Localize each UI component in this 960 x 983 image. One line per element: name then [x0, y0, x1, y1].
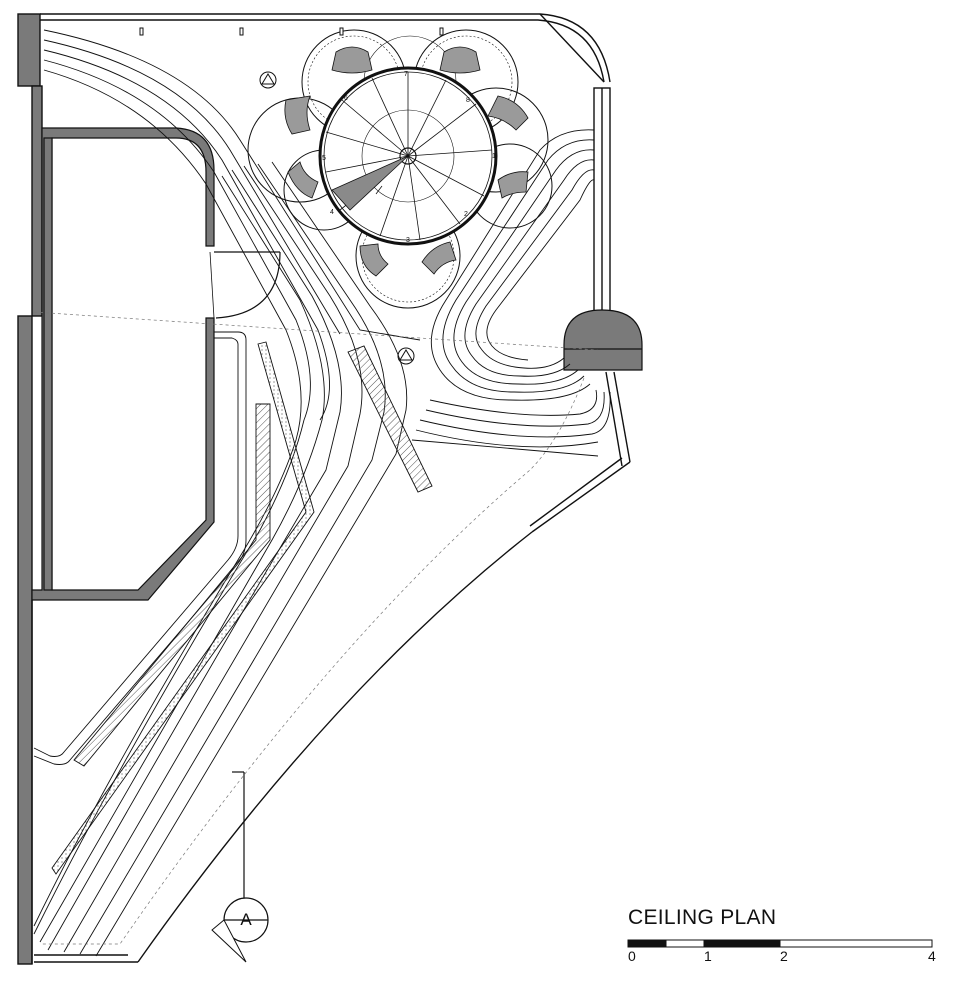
triangle-circle-icon	[259, 71, 277, 89]
dashed-reference-lines	[33, 311, 599, 945]
scale-label-1: 1	[704, 948, 712, 964]
half-dome-fixture	[563, 309, 643, 371]
scale-bar	[627, 939, 933, 948]
stair-number: 5	[322, 155, 326, 162]
stair-number: 4	[330, 209, 334, 216]
hatched-ceiling-strips	[51, 341, 433, 875]
stair-number: 1	[492, 153, 496, 160]
ceiling-contours-right	[411, 129, 611, 457]
stair-number: 7	[404, 71, 408, 78]
scale-label-0: 0	[628, 948, 636, 964]
stair-numbers: 1 2 3 4 5 6 7 8	[322, 71, 496, 244]
section-marker-icon	[211, 771, 269, 963]
stair-number: 8	[466, 97, 470, 104]
door-swing-arc	[215, 251, 281, 319]
drawing-title: CEILING PLAN	[628, 906, 777, 929]
seating-figures	[284, 46, 529, 277]
outer-walls	[17, 13, 631, 965]
inner-room	[31, 127, 281, 601]
scale-label-2: 2	[780, 948, 788, 964]
stair-number: 3	[406, 237, 410, 244]
stair-number: 2	[464, 211, 468, 218]
triangle-circle-icon	[397, 347, 415, 365]
stair-number: 6	[344, 95, 348, 102]
top-wall-ticks	[139, 27, 444, 36]
scale-label-4: 4	[928, 948, 936, 964]
section-marker-label: A	[240, 910, 252, 929]
